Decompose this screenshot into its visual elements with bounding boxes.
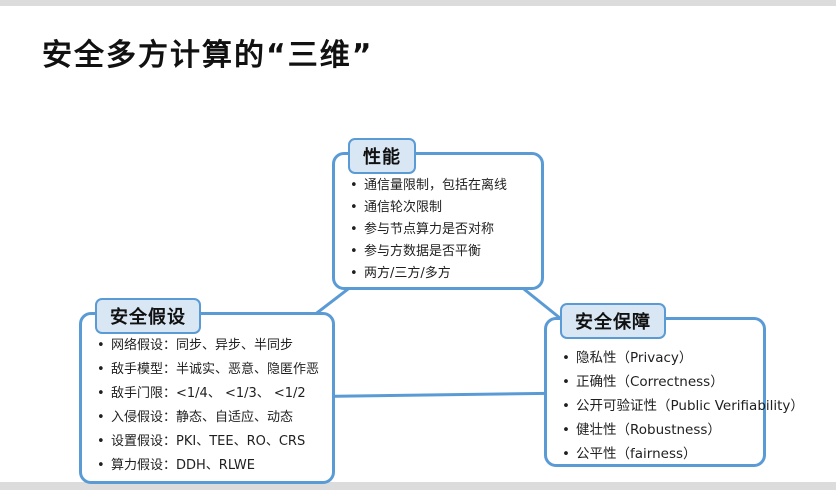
list-item: 算力假设：DDH、RLWE — [94, 454, 324, 478]
performance-box-header: 性能 — [348, 138, 416, 174]
screen-edge-top — [0, 0, 836, 6]
security-guarantees-box: 安全保障 隐私性（Privacy） 正确性（Correctness） 公开可验证… — [544, 303, 804, 467]
performance-box: 性能 通信量限制，包括在离线 通信轮次限制 参与节点算力是否对称 参与方数据是否… — [332, 138, 544, 291]
security-assumptions-list: 网络假设：同步、异步、半同步 敌手模型：半诚实、恶意、隐匿作恶 敌手门限：<1/… — [82, 315, 332, 484]
page-title: 安全多方计算的“三维” — [42, 38, 374, 73]
list-item: 敌手门限：<1/4、 <1/3、 <1/2 — [94, 382, 324, 406]
list-item: 参与方数据是否平衡 — [347, 241, 533, 263]
list-item: 隐私性（Privacy） — [559, 346, 755, 370]
list-item: 设置假设：PKI、TEE、RO、CRS — [94, 430, 324, 454]
list-item: 公开可验证性（Public Verifiability） — [559, 394, 804, 418]
security-assumptions-box: 安全假设 网络假设：同步、异步、半同步 敌手模型：半诚实、恶意、隐匿作恶 敌手门… — [79, 298, 335, 484]
security-guarantees-box-header: 安全保障 — [560, 303, 666, 339]
list-item: 入侵假设：静态、自适应、动态 — [94, 406, 324, 430]
performance-list: 通信量限制，包括在离线 通信轮次限制 参与节点算力是否对称 参与方数据是否平衡 … — [335, 155, 541, 291]
list-item: 通信量限制，包括在离线 — [347, 175, 533, 197]
list-item: 网络假设：同步、异步、半同步 — [94, 334, 324, 358]
list-item: 敌手模型：半诚实、恶意、隐匿作恶 — [94, 358, 324, 382]
screen-edge-bottom — [0, 482, 836, 490]
security-assumptions-box-header: 安全假设 — [95, 298, 201, 334]
security-guarantees-list: 隐私性（Privacy） 正确性（Correctness） 公开可验证性（Pub… — [547, 320, 804, 472]
list-item: 健壮性（Robustness） — [559, 418, 755, 442]
list-item: 公平性（fairness） — [559, 442, 755, 466]
list-item: 参与节点算力是否对称 — [347, 219, 533, 241]
list-item: 通信轮次限制 — [347, 197, 533, 219]
list-item: 两方/三方/多方 — [347, 263, 533, 285]
list-item: 正确性（Correctness） — [559, 370, 755, 394]
